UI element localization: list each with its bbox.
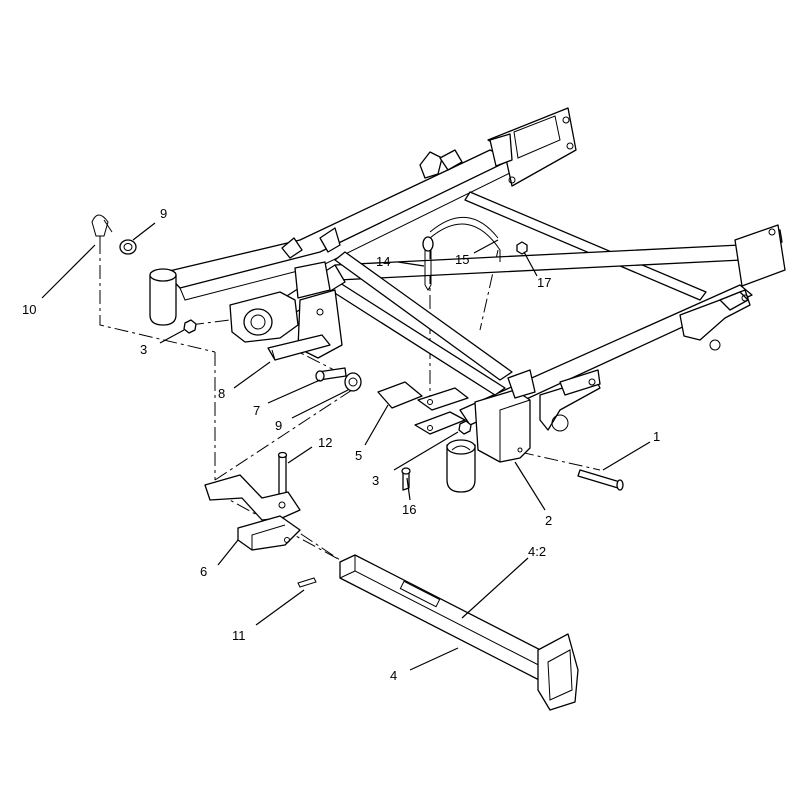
callout-11: 11 — [232, 628, 246, 643]
callout-16: 16 — [402, 502, 416, 517]
center-socket — [446, 439, 476, 493]
leader-8 — [233, 361, 271, 389]
leader-6 — [217, 539, 239, 566]
callout-15: 15 — [455, 252, 469, 267]
callout-4-2: 4:2 — [528, 544, 546, 559]
part-9-washer-top — [119, 239, 137, 255]
leader-9-lower — [291, 389, 349, 419]
callout-10: 10 — [22, 302, 36, 317]
callout-6: 6 — [200, 564, 207, 579]
leader-7 — [267, 379, 321, 404]
leader-4-2 — [461, 557, 529, 619]
leader-3-left — [159, 329, 185, 344]
part-2-hitch-receiver — [474, 369, 536, 463]
leader-10 — [41, 244, 96, 299]
callout-17: 17 — [537, 275, 551, 290]
part-17-nut — [516, 241, 528, 255]
callout-3-center: 3 — [372, 473, 379, 488]
callout-2: 2 — [545, 513, 552, 528]
leader-1 — [602, 441, 651, 471]
leader-lines — [41, 222, 651, 671]
leader-12 — [287, 446, 313, 464]
part-16-bolt — [401, 467, 411, 491]
callout-labels: 10 9 3 8 7 9 14 15 17 5 3 16 1 2 12 6 11… — [22, 206, 660, 683]
callout-9-lower: 9 — [275, 418, 282, 433]
callout-4: 4 — [390, 668, 397, 683]
leader-15 — [473, 239, 499, 254]
part-5-pads — [377, 381, 469, 435]
part-1-bolt — [577, 469, 624, 491]
callout-5: 5 — [355, 448, 362, 463]
leader-3-center — [393, 431, 459, 471]
part-3-nut-left — [183, 319, 197, 334]
part-4-draw-bar — [339, 554, 579, 711]
leader-5 — [364, 404, 389, 446]
part-3-nut-center — [458, 420, 472, 435]
callout-1: 1 — [653, 429, 660, 444]
part-7-bolt — [315, 367, 347, 382]
leader-2 — [514, 461, 546, 511]
leader-14 — [397, 261, 425, 267]
leader-11 — [255, 589, 305, 626]
part-9-washer-lower — [344, 372, 362, 392]
main-frame — [164, 107, 786, 432]
leader-4 — [409, 647, 459, 671]
callout-9-top: 9 — [160, 206, 167, 221]
leader-9-top — [132, 222, 156, 241]
callout-14: 14 — [376, 254, 390, 269]
part-15-lanyard — [429, 217, 501, 262]
part-11-cotter-pin — [297, 577, 317, 588]
part-14-pin — [422, 236, 434, 291]
leader-17 — [523, 251, 538, 277]
callout-12: 12 — [318, 435, 332, 450]
callout-7: 7 — [253, 403, 260, 418]
part-10-hitch-pin — [91, 214, 113, 246]
part-12-pin — [277, 451, 288, 501]
callout-8: 8 — [218, 386, 225, 401]
callout-3-left: 3 — [140, 342, 147, 357]
leader-16 — [406, 477, 411, 501]
part-8-link-bracket — [267, 334, 331, 361]
